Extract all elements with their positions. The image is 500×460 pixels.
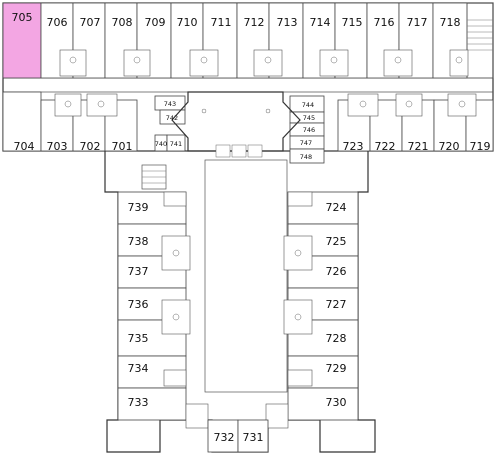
room-732-label: 732 xyxy=(214,431,235,444)
room-748-label: 748 xyxy=(300,153,312,161)
room-748[interactable] xyxy=(289,148,325,164)
room-709-label: 709 xyxy=(145,16,166,29)
room-713-label: 713 xyxy=(277,16,298,29)
room-733-label: 733 xyxy=(128,396,149,409)
stairs-northeast-treads xyxy=(467,19,493,51)
room-710[interactable] xyxy=(170,2,204,79)
room-729-label: 729 xyxy=(326,362,347,375)
room-722-label: 722 xyxy=(375,140,396,153)
room-707-label: 707 xyxy=(80,16,101,29)
room-721-label: 721 xyxy=(408,140,429,153)
room-715-label: 715 xyxy=(342,16,363,29)
room-717-label: 717 xyxy=(407,16,428,29)
room-724-label: 724 xyxy=(326,201,347,214)
atrium xyxy=(204,159,288,393)
room-702-label: 702 xyxy=(80,140,101,153)
central-lobby xyxy=(171,91,301,152)
room-701-label: 701 xyxy=(112,140,133,153)
room-708-label: 708 xyxy=(112,16,133,29)
west-bathrooms xyxy=(161,191,209,429)
room-747-label: 747 xyxy=(300,139,312,147)
room-737-label: 737 xyxy=(128,265,149,278)
room-710-label: 710 xyxy=(177,16,198,29)
room-735-label: 735 xyxy=(128,332,149,345)
room-731[interactable] xyxy=(237,419,269,453)
elevator-1 xyxy=(215,144,231,158)
room-706-label: 706 xyxy=(47,16,68,29)
room-742-label: 742 xyxy=(166,114,178,122)
room-741-label: 741 xyxy=(170,140,182,148)
room-712-label: 712 xyxy=(244,16,265,29)
room-738-label: 738 xyxy=(128,235,149,248)
room-719-label: 719 xyxy=(470,140,491,153)
room-705-highlight[interactable] xyxy=(2,2,42,79)
room-723-label: 723 xyxy=(343,140,364,153)
room-724[interactable] xyxy=(287,191,359,225)
elevator-2 xyxy=(231,144,247,158)
room-740-label: 740 xyxy=(155,140,167,148)
room-733[interactable] xyxy=(117,387,187,421)
stairs-west-treads xyxy=(142,170,166,184)
room-745-label: 745 xyxy=(303,114,315,122)
top-bathrooms xyxy=(59,49,469,77)
room-703-label: 703 xyxy=(47,140,68,153)
room-720-label: 720 xyxy=(439,140,460,153)
room-736-label: 736 xyxy=(128,298,149,311)
room-728-label: 728 xyxy=(326,332,347,345)
room-725-label: 725 xyxy=(326,235,347,248)
room-746-label: 746 xyxy=(303,126,315,134)
room-743-label: 743 xyxy=(164,100,176,108)
elevator-3 xyxy=(247,144,263,158)
room-704-label: 704 xyxy=(14,140,35,153)
room-711-label: 711 xyxy=(211,16,232,29)
north-bottom-bathrooms xyxy=(54,93,477,117)
room-737[interactable] xyxy=(117,255,187,289)
room-705-label: 705 xyxy=(12,11,33,24)
room-726-label: 726 xyxy=(326,265,347,278)
room-731-label: 731 xyxy=(243,431,264,444)
room-734-label: 734 xyxy=(128,362,149,375)
room-714-label: 714 xyxy=(310,16,331,29)
room-741[interactable] xyxy=(166,134,186,152)
room-labels: 705 706 707 708 709 710 711 712 713 714 … xyxy=(12,11,491,444)
room-718-label: 718 xyxy=(440,16,461,29)
room-716-label: 716 xyxy=(374,16,395,29)
room-730[interactable] xyxy=(287,387,359,421)
stairs-northeast xyxy=(466,2,494,79)
room-730-label: 730 xyxy=(326,396,347,409)
room-742[interactable] xyxy=(159,109,186,125)
room-727-label: 727 xyxy=(326,298,347,311)
room-739-label: 739 xyxy=(128,201,149,214)
room-744-label: 744 xyxy=(302,101,314,109)
east-bathrooms xyxy=(265,191,313,429)
